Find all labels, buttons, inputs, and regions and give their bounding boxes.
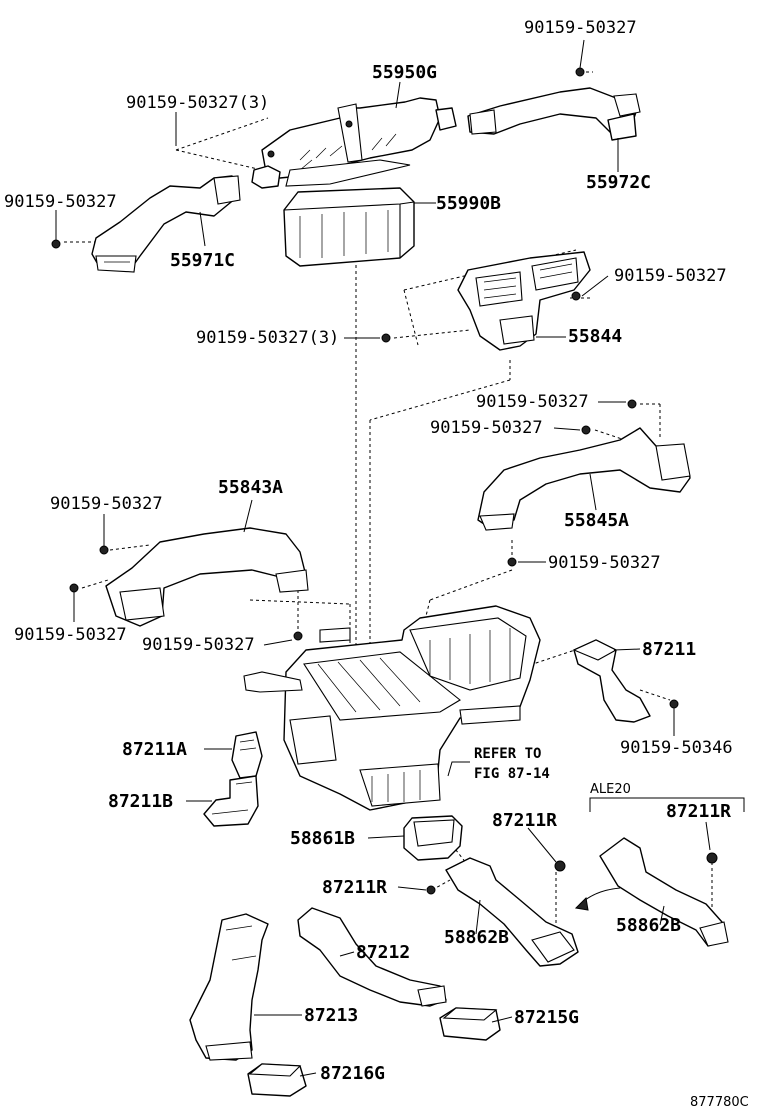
label-90159-r1: 90159-50327 (476, 392, 589, 412)
label-87216g: 87216G (320, 1063, 385, 1084)
label-90159-left-top: 90159-50327 (4, 192, 117, 212)
label-55843a: 55843A (218, 477, 283, 498)
label-55971c: 55971C (170, 250, 235, 271)
label-87211r-center: 87211R (492, 810, 557, 831)
duct-58862b-center (426, 857, 579, 967)
label-90159-r2: 90159-50327 (430, 418, 543, 438)
register-55844 (381, 251, 591, 351)
figure-id: 877780C (690, 1095, 749, 1110)
duct-87212 (297, 907, 447, 1007)
label-90159-mid-right: 90159-50327 (614, 266, 727, 286)
duct-55971c (51, 175, 241, 273)
duct-87213 (189, 913, 269, 1061)
label-87211r-right: 87211R (666, 801, 731, 822)
part-87211b (203, 775, 259, 827)
label-55844: 55844 (568, 326, 622, 347)
label-90159-center: 90159-50327 (142, 635, 255, 655)
duct-55950g (251, 97, 457, 189)
label-55845a: 55845A (564, 510, 629, 531)
duct-55845a (477, 399, 691, 567)
label-55990b: 55990B (436, 193, 501, 214)
label-87211b: 87211B (108, 791, 173, 812)
duct-55843a (69, 527, 309, 641)
part-labels: 90159-50327 55950G 90159-50327(3) 55972C… (4, 18, 749, 1110)
label-55950g: 55950G (372, 62, 437, 83)
label-90159-top-right: 90159-50327 (524, 18, 637, 38)
box-55990b (283, 187, 415, 267)
ale20-bracket (589, 797, 745, 812)
label-87213: 87213 (304, 1005, 358, 1026)
label-87211: 87211 (642, 639, 696, 660)
label-58861b: 58861B (290, 828, 355, 849)
label-90159-3-top: 90159-50327(3) (126, 93, 269, 113)
label-87215g: 87215G (514, 1007, 579, 1028)
duct-58862b-right (574, 837, 729, 947)
label-87211a: 87211A (122, 739, 187, 760)
part-58861b (403, 815, 463, 861)
label-ale20: ALE20 (590, 782, 631, 797)
label-90159-left-mid: 90159-50327 (50, 494, 163, 514)
part-87216g (247, 1063, 307, 1097)
label-90159-3-mid: 90159-50327(3) (196, 328, 339, 348)
label-90159-left-low: 90159-50327 (14, 625, 127, 645)
part-87211a (231, 731, 263, 779)
label-fig-87-14: FIG 87-14 (474, 766, 550, 782)
label-58862b-right: 58862B (616, 915, 681, 936)
label-90159-50346: 90159-50346 (620, 738, 733, 758)
label-87212: 87212 (356, 942, 410, 963)
leader-lines (55, 39, 711, 1077)
label-90159-r3: 90159-50327 (548, 553, 661, 573)
label-refer-to: REFER TO (474, 746, 541, 762)
part-87215g (439, 1007, 501, 1041)
heater-unit-assembly (243, 605, 541, 811)
label-58862b-center: 58862B (444, 927, 509, 948)
label-87211r-left: 87211R (322, 877, 387, 898)
duct-55972c (467, 67, 641, 141)
label-55972c: 55972C (586, 172, 651, 193)
